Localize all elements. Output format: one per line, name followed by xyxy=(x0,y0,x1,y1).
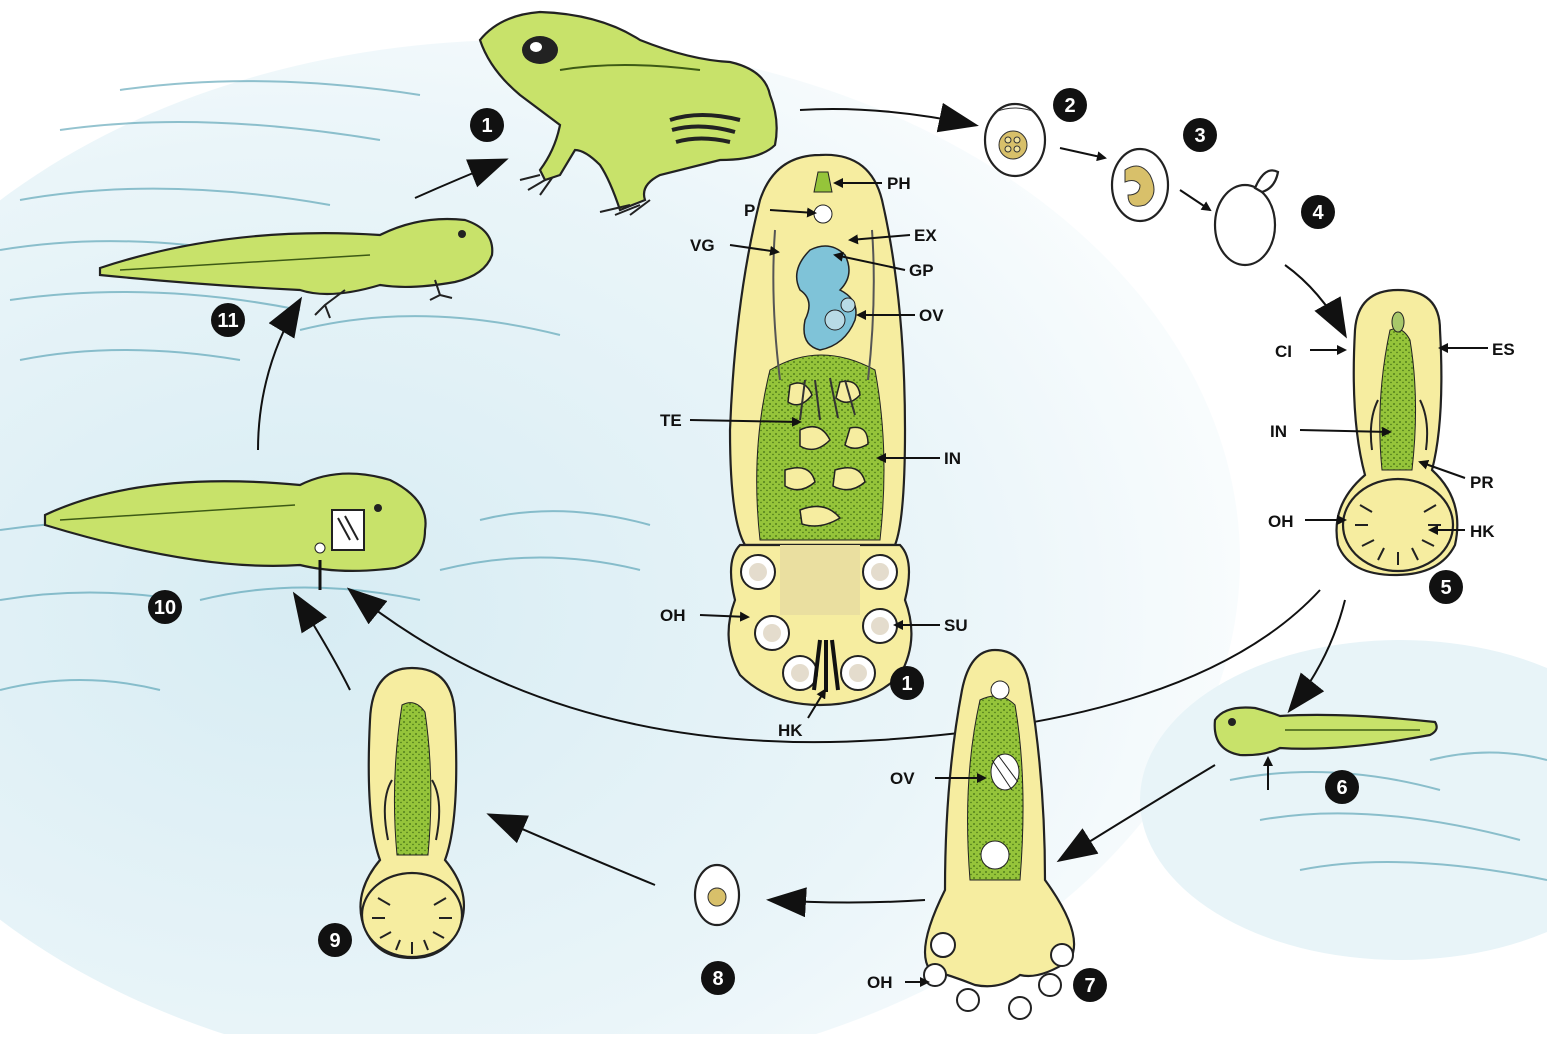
stage-badge-9: 9 xyxy=(318,923,352,957)
label-ph: PH xyxy=(887,174,911,193)
empty-egg-open-lid xyxy=(1215,170,1278,265)
label-larva-oh: OH xyxy=(1268,512,1294,531)
label-p: P xyxy=(744,201,755,220)
svg-text:9: 9 xyxy=(329,930,340,952)
egg-with-larva xyxy=(1112,149,1168,221)
stage-badge-8: 8 xyxy=(701,961,735,995)
label-vg: VG xyxy=(690,236,715,255)
egg xyxy=(695,865,739,925)
svg-text:1: 1 xyxy=(901,673,912,695)
label-ov: OV xyxy=(919,306,944,325)
stage-badge-5: 5 xyxy=(1429,570,1463,604)
label-oh: OH xyxy=(660,606,686,625)
oncomiracidium-larva-9 xyxy=(360,668,463,958)
stage-badge-3: 3 xyxy=(1183,118,1217,152)
label-pr: PR xyxy=(1470,473,1494,492)
stage-badge-1: 1 xyxy=(470,108,504,142)
svg-text:7: 7 xyxy=(1084,975,1095,997)
label-ci: CI xyxy=(1275,342,1292,361)
svg-text:11: 11 xyxy=(217,310,238,332)
label-gp: GP xyxy=(909,261,934,280)
svg-text:3: 3 xyxy=(1194,125,1205,147)
label-te: TE xyxy=(660,411,682,430)
svg-text:4: 4 xyxy=(1312,202,1324,224)
svg-text:10: 10 xyxy=(154,597,176,619)
label-larva-hk: HK xyxy=(1470,522,1495,541)
label-in: IN xyxy=(944,449,961,468)
egg-with-cells xyxy=(985,104,1045,176)
stage-badge-2: 2 xyxy=(1053,88,1087,122)
label-neotenic-oh: OH xyxy=(867,973,893,992)
stage-badge-6: 6 xyxy=(1325,770,1359,804)
label-es: ES xyxy=(1492,340,1515,359)
label-neotenic-ov: OV xyxy=(890,769,915,788)
stage-badge-11: 11 xyxy=(211,303,245,337)
svg-text:8: 8 xyxy=(712,968,723,990)
oncomiracidium-larva xyxy=(1337,290,1458,575)
label-hk: HK xyxy=(778,721,803,740)
label-ex: EX xyxy=(914,226,937,245)
stage-badge-10: 10 xyxy=(148,590,182,624)
label-su: SU xyxy=(944,616,968,635)
stage-badge-7: 7 xyxy=(1073,968,1107,1002)
label-larva-in: IN xyxy=(1270,422,1287,441)
svg-text:1: 1 xyxy=(481,115,492,137)
svg-text:6: 6 xyxy=(1336,777,1347,799)
stage-badge-4: 4 xyxy=(1301,195,1335,229)
adult-worm-badge: 1 xyxy=(890,666,924,700)
svg-text:5: 5 xyxy=(1440,577,1451,599)
svg-text:2: 2 xyxy=(1064,95,1075,117)
